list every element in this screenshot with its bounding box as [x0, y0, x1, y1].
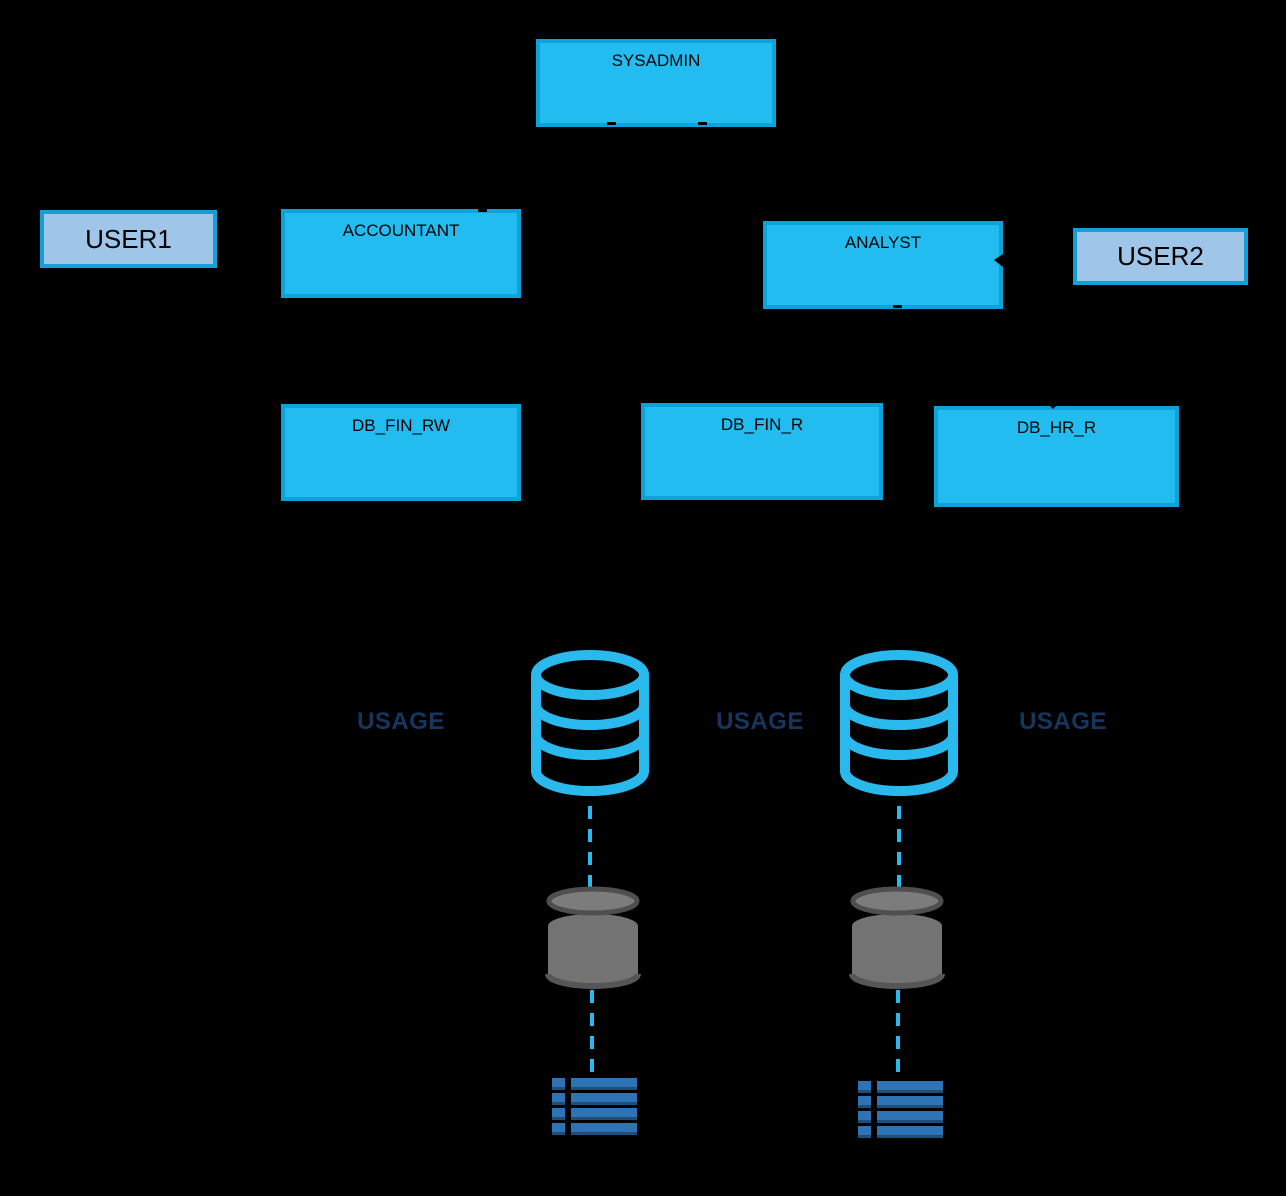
node-user1-label: USER1 [85, 223, 172, 254]
node-accountant-label: ACCOUNTANT [342, 221, 460, 240]
database-cylinder-icon [531, 650, 649, 796]
dashed-connector [588, 806, 592, 890]
node-db-fin-rw: DB_FIN_RW [281, 404, 521, 501]
node-analyst-label: ANALYST [844, 233, 922, 252]
dashed-connector [896, 990, 900, 1082]
table-icon [858, 1081, 943, 1138]
connector-arrowhead [994, 254, 1003, 267]
connector-arrowhead [478, 209, 487, 212]
connector-arrowhead [607, 122, 616, 125]
node-accountant: ACCOUNTANT [281, 209, 521, 298]
node-db-fin-r: DB_FIN_R [641, 403, 883, 500]
node-user2: USER2 [1073, 228, 1248, 285]
database-cylinder-icon [840, 650, 958, 796]
dashed-connector [590, 990, 594, 1078]
node-db-fin-rw-label: DB_FIN_RW [352, 416, 450, 435]
node-user1: USER1 [40, 210, 217, 268]
node-db-fin-r-label: DB_FIN_R [720, 415, 804, 434]
node-analyst: ANALYST [763, 221, 1003, 309]
node-db-hr-r-label: DB_HR_R [1016, 418, 1097, 437]
usage-edge-label-1: USAGE [357, 708, 445, 735]
dashed-connector [897, 806, 901, 890]
schema-cylinder-icon [545, 886, 641, 989]
schema-cylinder-icon [849, 886, 945, 989]
connector-arrowhead [893, 305, 902, 308]
connector-arrowhead [1045, 401, 1061, 409]
node-user2-label: USER2 [1117, 241, 1204, 271]
connector-arrowhead [698, 122, 707, 125]
node-db-hr-r: DB_HR_R [934, 406, 1179, 507]
node-sysadmin-label: SYSADMIN [611, 51, 701, 70]
node-sysadmin: SYSADMIN [536, 39, 776, 127]
usage-edge-label-2: USAGE [716, 708, 804, 735]
usage-edge-label-3: USAGE [1019, 708, 1107, 735]
table-icon [552, 1078, 637, 1135]
